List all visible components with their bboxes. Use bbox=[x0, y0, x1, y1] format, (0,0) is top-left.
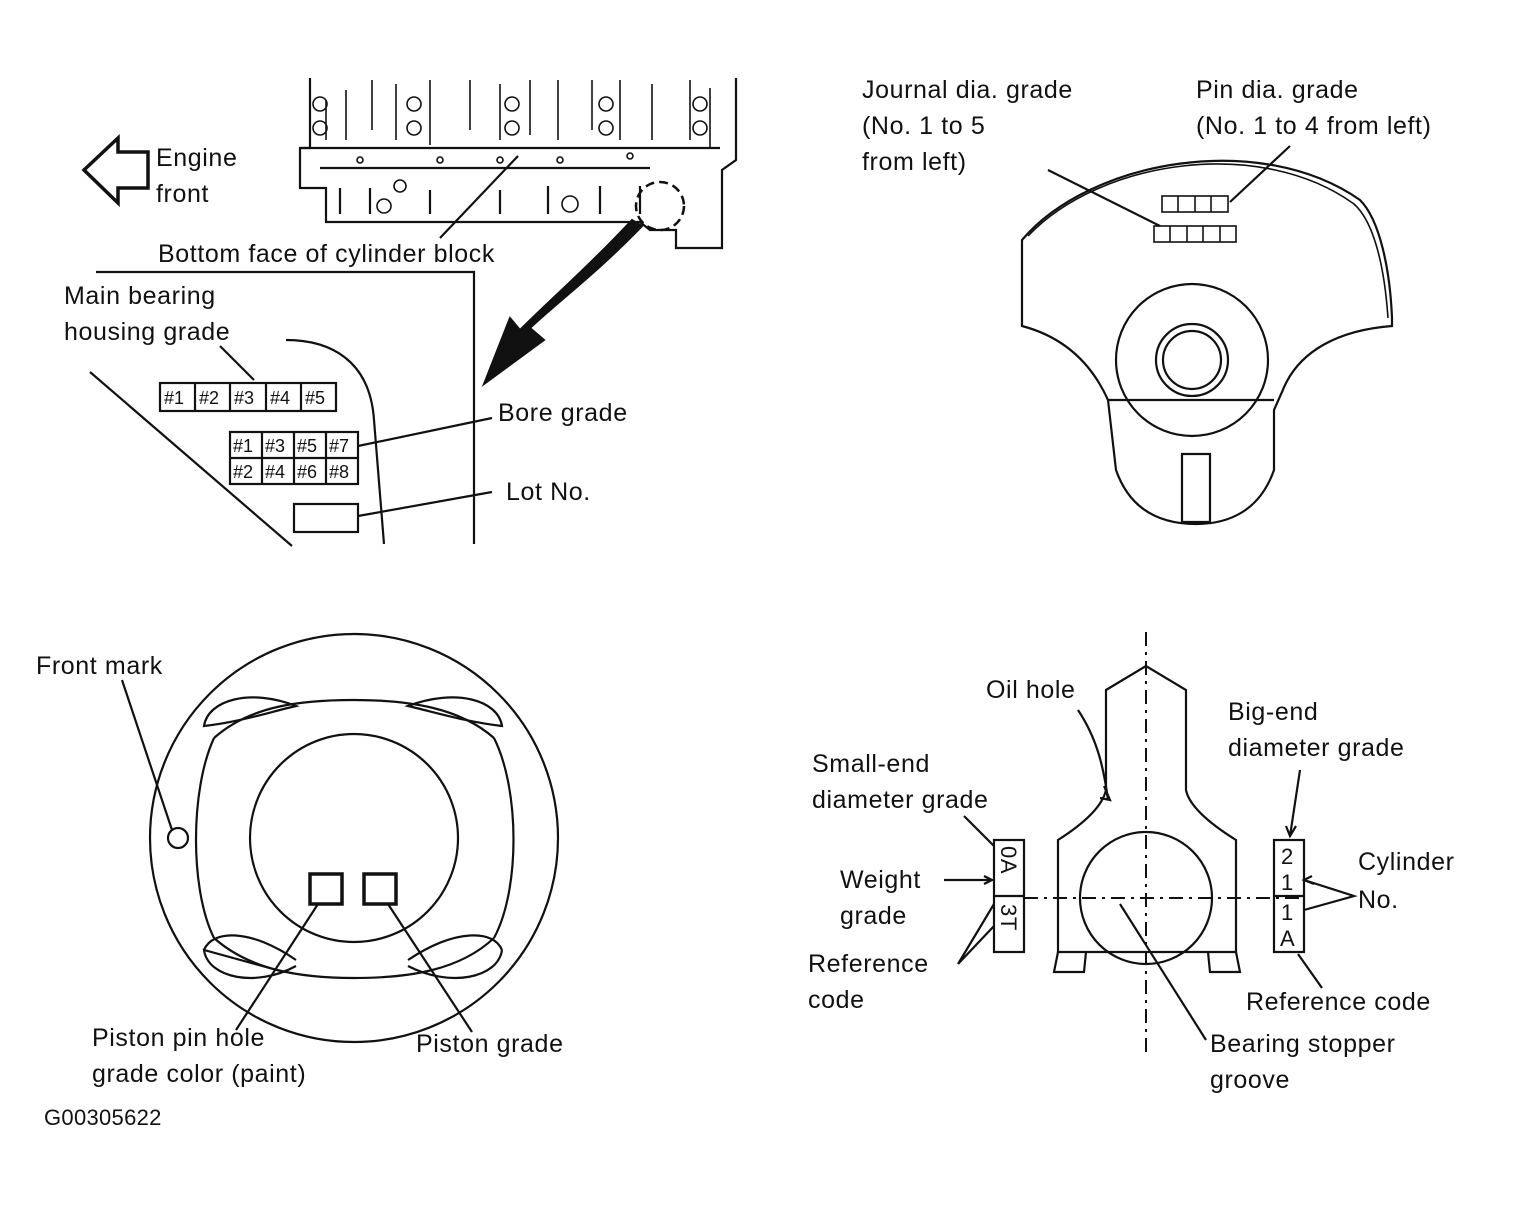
front-mark-circle bbox=[166, 826, 190, 850]
weight-label-2: grade bbox=[840, 902, 907, 930]
bore-cell: #3 bbox=[265, 436, 285, 456]
bore-cell: #7 bbox=[329, 436, 349, 456]
main-bearing-cell: #3 bbox=[234, 388, 254, 408]
journal-label-1: Journal dia. grade bbox=[862, 76, 1073, 104]
lot-number-box bbox=[292, 502, 360, 534]
bore-grade-label: Bore grade bbox=[498, 399, 628, 427]
front-mark-label: Front mark bbox=[36, 652, 163, 680]
pin-hole-label-1: Piston pin hole bbox=[92, 1024, 265, 1052]
connecting-rod-drawing: 0A 3T 2 1 1 A bbox=[992, 632, 1306, 1054]
ref-right-label: Reference code bbox=[1246, 988, 1431, 1016]
pin-label-2: (No. 1 to 4 from left) bbox=[1196, 112, 1432, 140]
figure-id: G00305622 bbox=[44, 1105, 162, 1130]
ref-right-code: A bbox=[1280, 926, 1295, 951]
journal-label-2: (No. 1 to 5 bbox=[862, 112, 985, 140]
ref-left-label-1: Reference bbox=[808, 950, 929, 978]
main-bearing-cell: #2 bbox=[199, 388, 219, 408]
big-end-label-1: Big-end bbox=[1228, 698, 1318, 726]
main-bearing-label-2: housing grade bbox=[64, 318, 230, 346]
cylinder-label-2: No. bbox=[1358, 886, 1399, 914]
oil-hole-label: Oil hole bbox=[986, 676, 1076, 704]
engine-front-label-2: front bbox=[156, 180, 209, 208]
main-bearing-cell: #1 bbox=[164, 388, 184, 408]
crankshaft-counterweight-drawing bbox=[1020, 159, 1394, 526]
main-bearing-label-1: Main bearing bbox=[64, 282, 216, 310]
pin-hole-label-2: grade color (paint) bbox=[92, 1060, 306, 1088]
piston-grade-box bbox=[362, 872, 398, 906]
big-end-code: 2 bbox=[1281, 844, 1294, 869]
pin-hole-paint-box bbox=[308, 872, 344, 906]
stopper-label-2: groove bbox=[1210, 1066, 1290, 1094]
weight-code: 3T bbox=[996, 904, 1021, 931]
bottom-face-label: Bottom face of cylinder block bbox=[158, 240, 495, 268]
bore-cell: #8 bbox=[329, 462, 349, 482]
engine-front-arrow-icon bbox=[81, 133, 150, 208]
small-end-label-2: diameter grade bbox=[812, 786, 989, 814]
piston-panel: Front mark Piston pin hole grade color (… bbox=[36, 632, 564, 1130]
small-end-label-1: Small-end bbox=[812, 750, 930, 778]
pin-label-1: Pin dia. grade bbox=[1196, 76, 1359, 104]
piston-top-drawing bbox=[148, 632, 560, 1044]
main-bearing-grade-cells: #1 #2 #3 #4 #5 bbox=[158, 381, 338, 413]
main-bearing-cell: #5 bbox=[305, 388, 325, 408]
ref-left-label-2: code bbox=[808, 986, 865, 1014]
lot-number-label: Lot No. bbox=[506, 478, 591, 506]
stamp-location-circle bbox=[634, 180, 686, 232]
cylinder-block-bottom-drawing bbox=[298, 78, 738, 250]
bore-cell: #2 bbox=[233, 462, 253, 482]
bore-cell: #5 bbox=[297, 436, 317, 456]
engine-front-label-1: Engine bbox=[156, 144, 237, 172]
detail-pointer-arrow-icon bbox=[481, 218, 644, 387]
cylinder-code-2: 1 bbox=[1281, 900, 1294, 925]
piston-grade-label: Piston grade bbox=[416, 1030, 564, 1058]
journal-label-3: from left) bbox=[862, 148, 967, 176]
main-bearing-cell: #4 bbox=[270, 388, 290, 408]
cylinder-code-1: 1 bbox=[1281, 870, 1294, 895]
bore-cell: #1 bbox=[233, 436, 253, 456]
crankshaft-panel: Journal dia. grade (No. 1 to 5 from left… bbox=[862, 76, 1432, 526]
bore-cell: #6 bbox=[297, 462, 317, 482]
big-end-label-2: diameter grade bbox=[1228, 734, 1405, 762]
cylinder-label-1: Cylinder bbox=[1358, 848, 1455, 876]
bore-grade-cells: #1 #3 #5 #7 #2 #4 #6 #8 bbox=[228, 430, 360, 486]
stopper-label-1: Bearing stopper bbox=[1210, 1030, 1396, 1058]
connecting-rod-panel: Oil hole Small-end diameter grade Weight… bbox=[808, 632, 1455, 1094]
cylinder-block-panel: Engine front Bottom face of cylinder blo… bbox=[64, 78, 738, 547]
weight-label-1: Weight bbox=[840, 866, 921, 894]
bore-cell: #4 bbox=[265, 462, 285, 482]
small-end-code: 0A bbox=[996, 846, 1021, 874]
